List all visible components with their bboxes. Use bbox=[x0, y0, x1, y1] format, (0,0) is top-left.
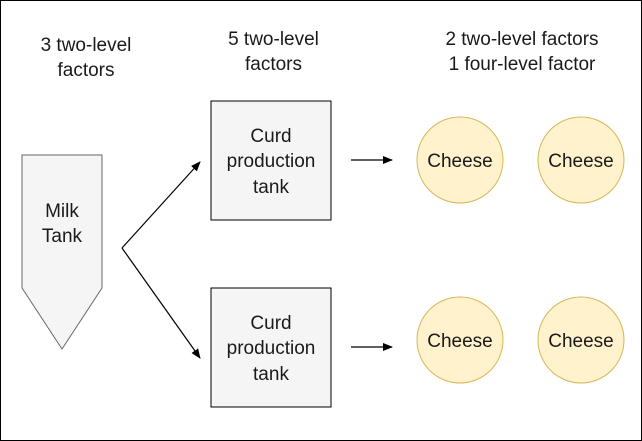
curd-tank-bottom-line-1: Curd bbox=[250, 313, 291, 334]
cheese-bottom-left: Cheese bbox=[416, 296, 504, 384]
cheese-top-right-shape bbox=[537, 116, 625, 204]
curd-tank-top-line-1: Curd bbox=[250, 126, 291, 147]
cheese-top-left-shape bbox=[416, 116, 504, 204]
milk-tank-label-line-2: Tank bbox=[42, 226, 83, 247]
curd-tank-top-line-2: production bbox=[227, 151, 316, 172]
cheese-top-left-label: Cheese bbox=[427, 151, 493, 172]
curd-tank-top-line-3: tank bbox=[253, 177, 289, 198]
curd-tank-top-shape bbox=[210, 100, 332, 221]
curd-stage-label-line-2: factors bbox=[244, 54, 303, 75]
curd-tank-bottom-line-3: tank bbox=[253, 364, 289, 385]
milk-stage-factors-label: 3 two-level factors bbox=[1, 33, 171, 83]
cheese-top-left: Cheese bbox=[416, 116, 504, 204]
arrow-milk-to-curd-bottom bbox=[121, 247, 201, 359]
cheese-bottom-right: Cheese bbox=[537, 296, 625, 384]
curd-tank-bottom: Curd production tank bbox=[210, 287, 332, 408]
cheese-bottom-right-shape bbox=[537, 296, 625, 384]
curd-stage-label-line-1: 5 two-level bbox=[228, 29, 319, 50]
curd-stage-factors-label: 5 two-level factors bbox=[191, 27, 356, 77]
arrow-milk-to-curd-top bbox=[121, 161, 201, 249]
milk-tank-shape bbox=[21, 154, 103, 350]
curd-tank-top: Curd production tank bbox=[210, 100, 332, 221]
cheese-stage-label-line-2: 1 four-level factor bbox=[448, 54, 596, 75]
milk-tank-label-line-1: Milk bbox=[45, 201, 79, 222]
milk-stage-label-line-2: factors bbox=[57, 60, 115, 81]
cheese-stage-label-line-1: 2 two-level factors bbox=[445, 29, 599, 50]
milk-tank: Milk Tank bbox=[21, 154, 103, 350]
curd-tank-bottom-line-2: production bbox=[227, 338, 316, 359]
cheese-bottom-left-shape bbox=[416, 296, 504, 384]
cheese-top-right: Cheese bbox=[537, 116, 625, 204]
cheese-top-right-label: Cheese bbox=[548, 151, 614, 172]
cheese-stage-factors-label: 2 two-level factors 1 four-level factor bbox=[406, 27, 638, 77]
milk-stage-label-line-1: 3 two-level bbox=[40, 35, 132, 56]
curd-tank-bottom-shape bbox=[210, 287, 332, 408]
cheese-bottom-right-label: Cheese bbox=[548, 331, 614, 352]
cheese-bottom-left-label: Cheese bbox=[427, 331, 493, 352]
